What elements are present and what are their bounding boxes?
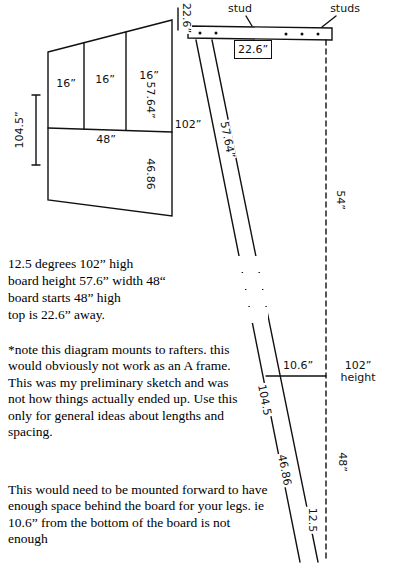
dimension-label: 16” xyxy=(55,78,77,90)
dimension-label: 16” xyxy=(94,74,116,86)
note-line: board starts 48” high xyxy=(8,290,268,306)
dimension-label: 12.5 xyxy=(306,507,318,534)
note-line: top is 22.6” away. xyxy=(8,307,268,323)
dimension-text: 22.6” xyxy=(238,43,268,56)
dimension-label: 46.86 xyxy=(144,157,156,191)
dimension-label: 22.6” xyxy=(180,2,192,34)
dimension-label: 46.86 xyxy=(275,452,293,487)
part-label: stud xyxy=(227,3,253,15)
note-line: board height 57.6” width 48“ xyxy=(8,273,268,289)
stud-box: 22.6” xyxy=(234,40,272,59)
dimension-label: 57.64” xyxy=(217,120,237,161)
dimension-label: 104.5” xyxy=(14,110,26,149)
dimension-label: 48” xyxy=(336,451,348,473)
note-line: 12.5 degrees 102” high xyxy=(8,256,268,272)
note-paragraph: *note this diagram mounts to rafters. th… xyxy=(8,342,244,441)
dimension-label: 102” height xyxy=(335,360,381,384)
dimension-label: 54” xyxy=(334,189,346,211)
dimension-label: 10.6” xyxy=(282,360,314,372)
part-label: studs xyxy=(329,3,361,15)
dimension-label: 104.5 xyxy=(255,382,273,417)
dimension-label: 102” xyxy=(174,119,203,131)
dimension-label: 57.64” xyxy=(144,80,156,119)
note-paragraph: This would need to be mounted forward to… xyxy=(8,482,270,548)
dimension-label: 48” xyxy=(95,134,117,146)
